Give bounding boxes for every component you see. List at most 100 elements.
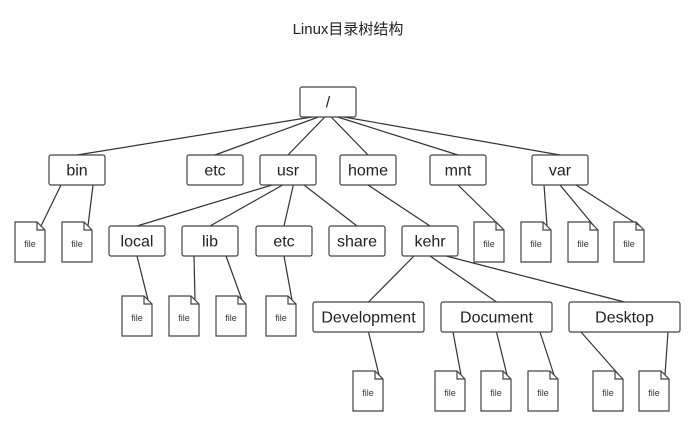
- folder-box: [255, 225, 313, 257]
- file-icon: file: [352, 370, 384, 412]
- folder-box: [181, 225, 239, 257]
- dir-node-etc: etc: [186, 154, 244, 186]
- edge-usr-lib-file: [225, 255, 243, 301]
- dir-label: var: [549, 163, 572, 180]
- edge-root-bin: [76, 116, 313, 156]
- file-icon: file: [168, 295, 200, 337]
- dir-label: share: [337, 234, 377, 251]
- diagram-title: Linux目录树结构: [292, 21, 404, 38]
- file-label: file: [490, 388, 502, 398]
- dir-node-usr-local: local: [108, 225, 166, 257]
- file-label: file: [225, 313, 237, 323]
- edge-usr-usr-share: [303, 184, 358, 227]
- dir-node-mnt: mnt: [429, 154, 487, 186]
- dir-node-bin: bin: [48, 154, 106, 186]
- file-icon: file: [265, 295, 297, 337]
- file-label: file: [602, 388, 614, 398]
- edge-home-kehr-desktop: [445, 255, 625, 303]
- file-shape: [480, 370, 512, 412]
- file-shape: [352, 370, 384, 412]
- dir-label: etc: [273, 234, 294, 251]
- dir-node-usr-lib: lib: [181, 225, 239, 257]
- file-shape: [61, 221, 93, 263]
- edge-home-kehr-document: [429, 255, 497, 303]
- file-icon: file: [613, 221, 645, 263]
- file-label: file: [71, 239, 83, 249]
- dir-label: lib: [202, 234, 218, 251]
- file-label: file: [444, 388, 456, 398]
- edge-desktop-file: [664, 331, 669, 376]
- folder-box: [339, 154, 397, 186]
- dir-label: Desktop: [595, 310, 654, 327]
- file-shape: [168, 295, 200, 337]
- file-shape: [520, 221, 552, 263]
- file-label: file: [483, 239, 495, 249]
- file-label: file: [577, 239, 589, 249]
- edge-root-usr: [287, 116, 326, 156]
- edge-root-etc: [214, 116, 319, 156]
- file-icon: file: [592, 370, 624, 412]
- file-label: file: [275, 313, 287, 323]
- file-icon: file: [638, 370, 670, 412]
- file-shape: [638, 370, 670, 412]
- dir-node-development: Development: [312, 301, 425, 333]
- file-icon: file: [14, 221, 46, 263]
- edge-usr-usr-etc: [283, 184, 294, 227]
- file-label: file: [178, 313, 190, 323]
- file-shape: [567, 221, 599, 263]
- dir-node-document: Document: [440, 301, 553, 333]
- file-icon: file: [434, 370, 466, 412]
- file-icon: file: [61, 221, 93, 263]
- file-icon: file: [121, 295, 153, 337]
- folder-box: [259, 154, 317, 186]
- dir-label: usr: [277, 163, 300, 180]
- dir-label: home: [348, 163, 388, 180]
- file-icon: file: [527, 370, 559, 412]
- file-label: file: [24, 239, 36, 249]
- edge-bin-file: [40, 184, 62, 227]
- folder-box: [531, 154, 589, 186]
- file-icon: file: [567, 221, 599, 263]
- dir-label: bin: [66, 163, 87, 180]
- edge-usr-lib-file: [193, 255, 196, 301]
- folder-box: [48, 154, 106, 186]
- dir-label: Document: [460, 310, 533, 327]
- edge-home-kehr-development: [368, 255, 415, 303]
- file-label: file: [648, 388, 660, 398]
- edge-mnt-file: [457, 184, 501, 227]
- folder-box: [429, 154, 487, 186]
- edge-root-home: [330, 116, 369, 156]
- edge-document-file: [495, 331, 508, 376]
- dir-node-home-kehr: kehr: [401, 225, 459, 257]
- dir-label: mnt: [445, 163, 472, 180]
- file-label: file: [131, 313, 143, 323]
- dir-node-root: /: [299, 86, 357, 118]
- dir-node-desktop: Desktop: [568, 301, 681, 333]
- folder-box: [108, 225, 166, 257]
- dir-label: /: [326, 95, 331, 112]
- dir-node-var: var: [531, 154, 589, 186]
- edge-desktop-file: [580, 331, 620, 376]
- edge-var-file: [543, 184, 548, 227]
- edge-root-mnt: [337, 116, 459, 156]
- file-label: file: [362, 388, 374, 398]
- file-shape: [473, 221, 505, 263]
- file-shape: [527, 370, 559, 412]
- file-shape: [592, 370, 624, 412]
- edge-bin-file: [87, 184, 94, 227]
- folder-box: [568, 301, 681, 333]
- folder-box: [186, 154, 244, 186]
- folder-box: [401, 225, 459, 257]
- dir-label: etc: [204, 163, 225, 180]
- edge-home-home-kehr: [367, 184, 431, 227]
- edge-document-file: [452, 331, 462, 376]
- file-shape: [14, 221, 46, 263]
- file-shape: [265, 295, 297, 337]
- folder-box: [312, 301, 425, 333]
- file-shape: [434, 370, 466, 412]
- file-icon: file: [520, 221, 552, 263]
- edge-usr-usr-local: [136, 184, 273, 227]
- edge-document-file: [539, 331, 555, 376]
- dir-node-usr-etc: etc: [255, 225, 313, 257]
